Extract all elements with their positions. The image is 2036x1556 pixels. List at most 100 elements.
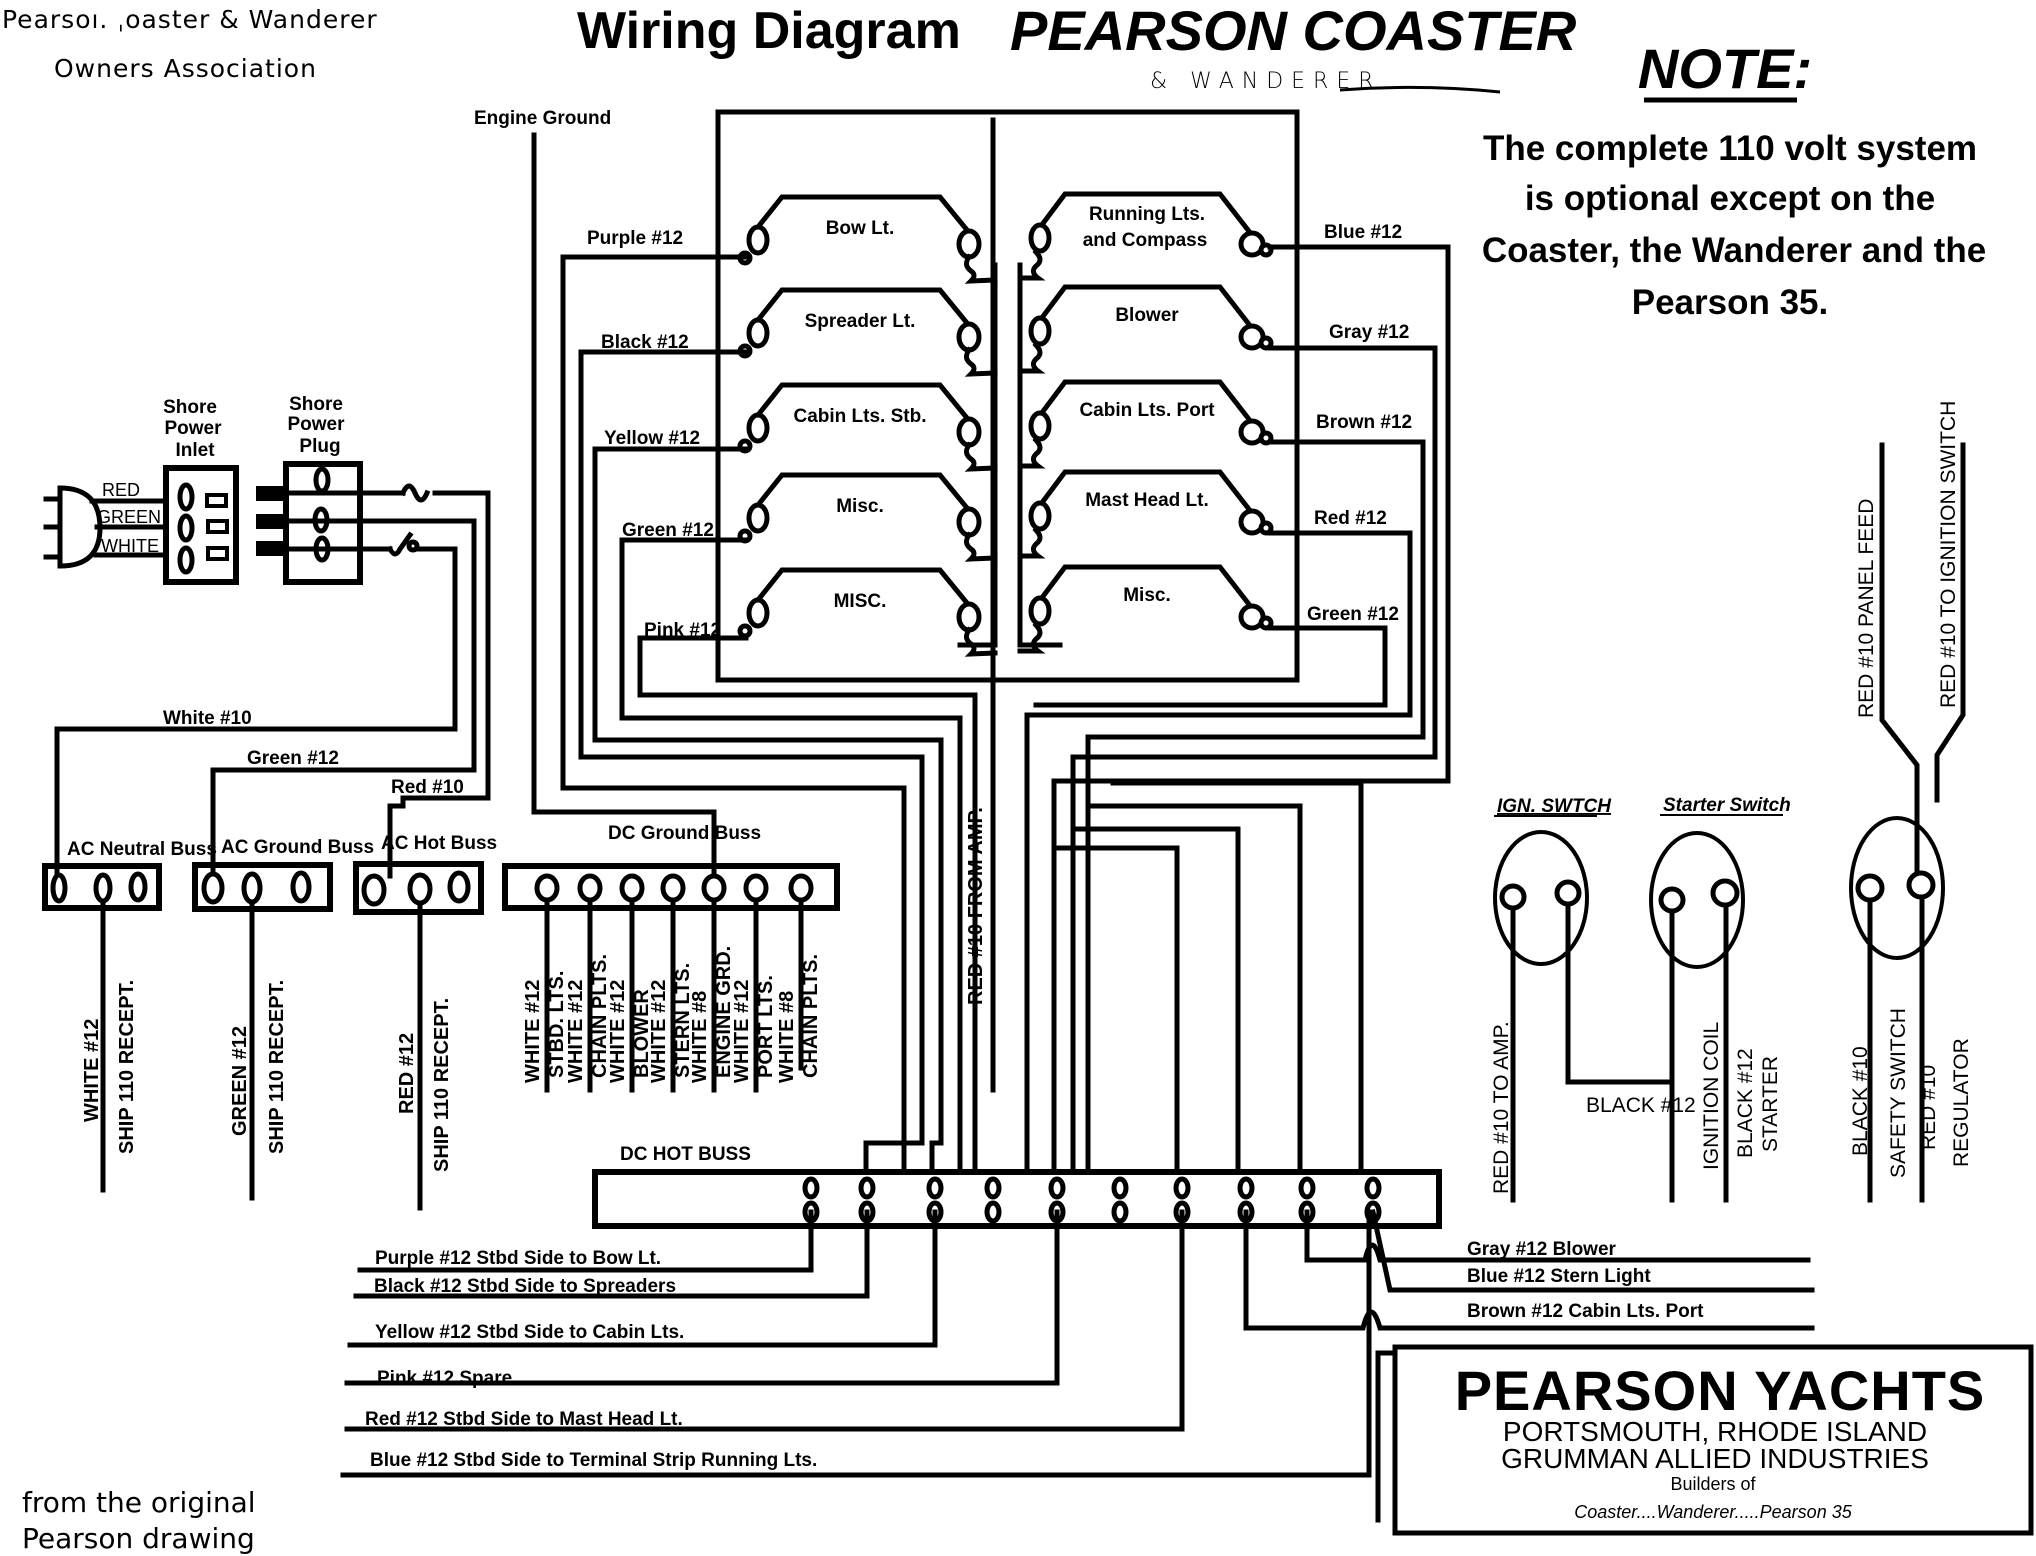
engine-ground-label: Engine Ground — [474, 108, 611, 129]
third-regulator-label: REGULATOR — [1950, 1038, 1973, 1167]
switch-terminal-in — [1028, 315, 1052, 347]
ac-hot-terminal-3 — [447, 870, 471, 904]
wire-label-black: Black #12 — [601, 332, 689, 353]
switch-bar — [1034, 564, 1252, 607]
out-brown-label: Brown #12 Cabin Lts. Port — [1467, 1301, 1704, 1322]
dc-ground-wire-label: WHITE #8 — [776, 991, 798, 1083]
engine-ground-wire — [531, 132, 717, 873]
out-blue-stern-label: Blue #12 Stern Light — [1467, 1266, 1651, 1287]
return-wire-c — [1070, 826, 1241, 1175]
starter-switch-body[interactable] — [1649, 831, 1745, 969]
breaker-switch-right[interactable]: Misc. — [1017, 564, 1274, 654]
switch-pigtail — [1017, 248, 1046, 281]
dc-ground-wire-label: WHITE #12 — [731, 980, 753, 1083]
red-out — [344, 1209, 1185, 1432]
dc-ground-terminal-post — [619, 873, 645, 903]
dc-ground-terminal-post — [577, 873, 603, 903]
plug-label-1: Shore — [289, 394, 343, 415]
switch-label: Cabin Lts. Stb. — [794, 406, 927, 427]
switch-bar — [1034, 284, 1252, 327]
breaker-switch-left[interactable]: MISC. — [737, 567, 998, 657]
switch-wire-lug — [737, 623, 753, 639]
switch-terminal-in — [746, 502, 770, 534]
dc-ground-dest-label: STERN LTS. — [672, 963, 694, 1078]
switch-pigtail — [963, 531, 998, 562]
breaker-switch-right[interactable]: Cabin Lts. Port — [1017, 379, 1274, 469]
ign-switch-body[interactable] — [1493, 830, 1589, 966]
switch-bar — [1034, 379, 1252, 422]
ac-ground-terminal-2 — [241, 871, 263, 905]
breaker-switch-right[interactable]: Running Lts.and Compass — [1017, 191, 1274, 281]
blue-out-right-drop — [1375, 1350, 1396, 1523]
plug-pin-1 — [256, 486, 284, 501]
starter-coil-label: IGNITION COIL — [1700, 1022, 1723, 1170]
shore-power-inlet — [163, 465, 239, 585]
dc-ground-dest-label: ENGINE GRD. — [713, 946, 735, 1078]
switch-terminal-out — [956, 416, 982, 448]
breaker-switch-left[interactable]: Misc. — [737, 472, 998, 562]
dc-hot-buss-label: DC HOT BUSS — [620, 1144, 751, 1165]
ac-hot-dest-label: SHIP 110 RECEPT. — [431, 998, 453, 1172]
third-terminal-right — [1906, 870, 1936, 900]
inlet-label-1: Shore — [163, 397, 217, 418]
ac-ground-terminal-3 — [290, 870, 312, 904]
wire-label-green-left: Green #12 — [622, 520, 714, 541]
third-switch-body[interactable] — [1849, 816, 1945, 960]
dc-hot-terminal-top — [858, 1176, 876, 1200]
dc-hot-terminal-pair — [802, 1176, 820, 1224]
dc-hot-outputs-right: Gray #12 Blower Blue #12 Stern Light Bro… — [1243, 1209, 1815, 1523]
plug-label-3: Plug — [299, 436, 340, 457]
switch-bar — [754, 382, 971, 422]
switch-label: Blower — [1115, 305, 1179, 326]
starter-terminal-left — [1658, 886, 1686, 914]
ac-hot-terminal-1 — [361, 873, 387, 907]
switch-label: Misc. — [1123, 585, 1171, 606]
dc-hot-terminal-top — [1237, 1176, 1255, 1200]
green-12-ac-wire — [210, 518, 477, 879]
handwritten-underline — [1339, 85, 1501, 94]
breaker-switch-left[interactable]: Bow Lt. — [737, 194, 998, 284]
switch-label: Cabin Lts. Port — [1079, 400, 1215, 421]
return-wire-d — [1055, 845, 1180, 1175]
switch-label: Mast Head Lt. — [1085, 490, 1209, 511]
dc-ground-wire-label: WHITE #12 — [522, 980, 544, 1083]
ign-switch-title: IGN. SWTCH — [1497, 796, 1612, 817]
red-10-ac-wire — [387, 490, 491, 809]
ac-ground-terminal-1 — [201, 871, 225, 905]
breaker-switch-right[interactable]: Mast Head Lt. — [1017, 469, 1274, 559]
black-12-link — [1565, 901, 1674, 1085]
switch-pigtail — [963, 253, 998, 284]
inlet-socket-3 — [177, 545, 195, 575]
breaker-switch-left[interactable]: Spreader Lt. — [737, 287, 998, 377]
switch-terminal-in — [746, 412, 770, 444]
wire-label-purple: Purple #12 — [587, 228, 683, 249]
blue-out — [340, 1209, 1372, 1478]
inlet-slot-3 — [206, 546, 229, 561]
dc-ground-terminal-post — [788, 873, 814, 903]
footer-line-1: from the original — [22, 1486, 256, 1519]
dc-hot-terminal-top — [1364, 1176, 1382, 1200]
out-purple-label: Purple #12 Stbd Side to Bow Lt. — [375, 1248, 661, 1269]
dc-hot-terminal-top — [802, 1176, 820, 1200]
note-block: NOTE: The complete 110 volt system is op… — [1482, 37, 1986, 322]
switch-terminal-in — [1028, 500, 1052, 532]
ac-hot-terminal-2 — [407, 872, 433, 906]
switch-terminal-out — [956, 228, 982, 260]
shore-power: Shore Power Inlet Shore Power Plug RED G… — [43, 394, 491, 879]
third-red-label: RED #10 — [1917, 1065, 1940, 1150]
wire-label-yellow: Yellow #12 — [604, 428, 700, 449]
switch-terminal-in — [1028, 410, 1052, 442]
blue-stern-out — [1370, 1209, 1815, 1293]
dc-ground-wire-label: WHITE #12 — [565, 980, 587, 1083]
dc-hot-terminal-top — [1048, 1176, 1066, 1200]
breaker-switch-left[interactable]: Cabin Lts. Stb. — [737, 382, 998, 472]
dc-hot-terminal-top — [1173, 1176, 1191, 1200]
ac-ground-buss-label: AC Ground Buss — [221, 837, 374, 858]
dc-ground-wire-label: WHITE #8 — [689, 991, 711, 1083]
switch-bar — [754, 567, 971, 607]
breaker-switch-right[interactable]: Blower — [1017, 284, 1274, 374]
dc-ground-dest-label: CHAIN PLTS. — [589, 954, 611, 1078]
